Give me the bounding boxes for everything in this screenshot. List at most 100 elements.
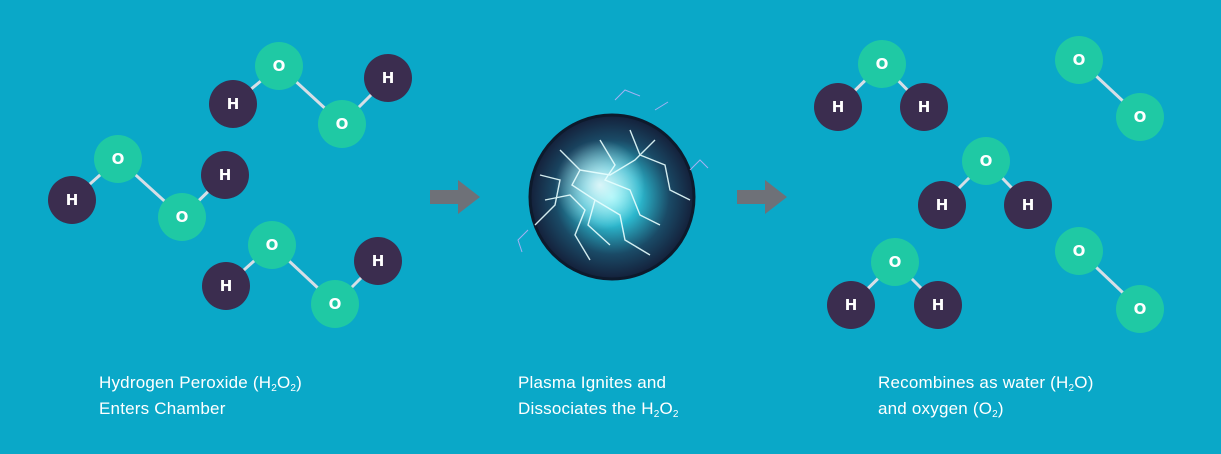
- atom-label: H: [66, 191, 79, 209]
- atom-circle: [202, 262, 250, 310]
- caption-step2-o: O: [659, 399, 673, 418]
- caption-step1-text: Hydrogen Peroxide (H: [99, 373, 272, 392]
- subscript-2: 2: [1068, 383, 1075, 394]
- right-arrow-icon: [737, 180, 787, 214]
- atom-circle: [209, 80, 257, 128]
- oxygen-atom: O: [962, 137, 1010, 185]
- atom-label: O: [336, 115, 349, 133]
- caption-step1-o: O: [276, 373, 291, 392]
- hydrogen-atom: H: [900, 83, 948, 131]
- atom-circle: [1055, 227, 1103, 275]
- atom-circle: [858, 40, 906, 88]
- oxygen-atom: O: [318, 100, 366, 148]
- atom-circle: [914, 281, 962, 329]
- atom-label: O: [876, 55, 889, 73]
- hydrogen-atom: H: [364, 54, 412, 102]
- atom-circle: [1116, 285, 1164, 333]
- hydrogen-atom: H: [814, 83, 862, 131]
- subscript-2: 2: [271, 383, 277, 394]
- right-arrow-icon: [430, 180, 480, 214]
- atom-circle: [48, 176, 96, 224]
- atom-label: O: [1073, 242, 1086, 260]
- atom-circle: [248, 221, 296, 269]
- oxygen-atom: O: [1055, 227, 1103, 275]
- caption-step2: Plasma Ignites and Dissociates the H2O2: [518, 370, 679, 422]
- oxygen-atom: O: [94, 135, 142, 183]
- hydrogen-atom: H: [354, 237, 402, 285]
- atom-circle: [94, 135, 142, 183]
- atom-label: H: [832, 98, 845, 116]
- molecule: H O H: [814, 40, 948, 131]
- atom-circle: [827, 281, 875, 329]
- caption-step3-text: Recombines as water (H: [878, 373, 1069, 392]
- atom-circle: [318, 100, 366, 148]
- molecule: H O O H: [209, 42, 412, 148]
- hydrogen-atom: H: [202, 262, 250, 310]
- atom-label: H: [1022, 196, 1035, 214]
- atom-circle: [1055, 36, 1103, 84]
- atom-label: O: [980, 152, 993, 170]
- atom-label: H: [845, 296, 858, 314]
- atom-label: O: [1134, 108, 1147, 126]
- caption-step1-paren: ): [296, 373, 303, 392]
- caption-step2-text: Dissociates the H: [518, 399, 654, 418]
- caption-step1: Hydrogen Peroxide (H2O2) Enters Chamber: [99, 370, 302, 422]
- caption-step1-line2: Enters Chamber: [99, 399, 226, 418]
- atom-label: O: [1073, 51, 1086, 69]
- oxygen-atom: O: [1055, 36, 1103, 84]
- caption-step3-paren: ): [997, 399, 1004, 418]
- hydrogen-atom: H: [914, 281, 962, 329]
- oxygen-atom: O: [255, 42, 303, 90]
- atom-circle: [1004, 181, 1052, 229]
- plasma-sphere-icon: [517, 89, 709, 281]
- atom-label: H: [372, 252, 385, 270]
- atom-label: O: [273, 57, 286, 75]
- subscript-2: 2: [672, 409, 679, 420]
- subscript-2: 2: [290, 383, 297, 394]
- atom-circle: [354, 237, 402, 285]
- atom-circle: [158, 193, 206, 241]
- molecule: OO: [1055, 227, 1164, 333]
- atom-label: O: [889, 253, 902, 271]
- molecule: H O H: [918, 137, 1052, 229]
- atom-label: O: [329, 295, 342, 313]
- atom-label: H: [227, 95, 240, 113]
- molecule: H O O H: [202, 221, 402, 328]
- atom-circle: [962, 137, 1010, 185]
- atom-circle: [814, 83, 862, 131]
- atom-label: H: [382, 69, 395, 87]
- oxygen-atom: O: [1116, 93, 1164, 141]
- caption-step2-line1: Plasma Ignites and: [518, 373, 667, 392]
- atom-circle: [1116, 93, 1164, 141]
- atom-circle: [311, 280, 359, 328]
- hydrogen-atom: H: [209, 80, 257, 128]
- oxygen-atom: O: [248, 221, 296, 269]
- atom-circle: [255, 42, 303, 90]
- oxygen-atom: O: [311, 280, 359, 328]
- caption-step3-line2: and oxygen (O: [878, 399, 993, 418]
- atom-label: H: [220, 277, 233, 295]
- atom-circle: [201, 151, 249, 199]
- oxygen-atom: O: [871, 238, 919, 286]
- atom-circle: [918, 181, 966, 229]
- atom-label: H: [932, 296, 945, 314]
- atom-circle: [364, 54, 412, 102]
- atom-label: O: [176, 208, 189, 226]
- atom-label: H: [936, 196, 949, 214]
- atom-label: H: [219, 166, 232, 184]
- oxygen-atom: O: [158, 193, 206, 241]
- oxygen-atom: O: [858, 40, 906, 88]
- hydrogen-atom: H: [918, 181, 966, 229]
- oxygen-atom: O: [1116, 285, 1164, 333]
- caption-step3: Recombines as water (H2O) and oxygen (O2…: [878, 370, 1094, 422]
- atom-label: O: [266, 236, 279, 254]
- hydrogen-atom: H: [1004, 181, 1052, 229]
- subscript-2: 2: [653, 409, 660, 420]
- subscript-2: 2: [992, 409, 998, 420]
- molecule: OO: [1055, 36, 1164, 141]
- atom-label: H: [918, 98, 931, 116]
- hydrogen-atom: H: [48, 176, 96, 224]
